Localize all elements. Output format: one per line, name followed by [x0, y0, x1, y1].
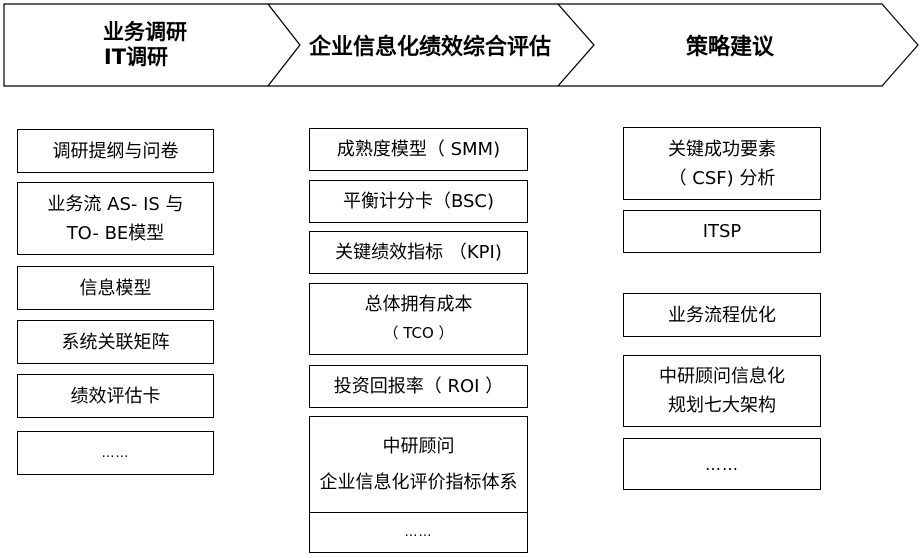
survey-item-scorecard-text: 绩效评估卡: [70, 385, 161, 407]
method-item-index-system: 中研顾问 企业信息化评价指标体系: [310, 417, 527, 512]
survey-item-system-matrix: 系统关联矩阵: [17, 320, 214, 364]
strategy-item-csf: 关键成功要素 （ CSF) 分析: [623, 127, 821, 200]
method-item-index-system-line2: 企业信息化评价指标体系: [319, 471, 518, 493]
strategy-item-itsp: ITSP: [623, 210, 821, 253]
strategy-item-bpo-text: 业务流程优化: [668, 304, 776, 326]
method-item-bsc-text: 平衡计分卡（BSC): [342, 191, 495, 212]
survey-item-information-model-text: 信息模型: [79, 277, 152, 299]
phase-chevron-row: [3, 3, 919, 87]
strategy-item-bpo: 业务流程优化: [623, 293, 821, 337]
phase-label-survey: 业务调研 IT调研: [40, 8, 250, 82]
survey-item-system-matrix-text: 系统关联矩阵: [61, 331, 170, 353]
method-item-index-system-line1: 中研顾问: [382, 435, 455, 457]
method-item-roi-text: 投资回报率（ ROI ）: [333, 376, 504, 397]
method-item-kpi-text: 关键绩效指标 （KPI): [335, 242, 502, 263]
method-item-tco-line2: （ TCO ）: [383, 324, 454, 342]
method-item-kpi: 关键绩效指标 （KPI): [309, 231, 528, 274]
survey-item-more-text: ……: [101, 445, 130, 461]
strategy-item-csf-line1: 关键成功要素: [668, 138, 776, 160]
method-item-roi: 投资回报率（ ROI ）: [309, 365, 528, 408]
method-item-smm-text: 成熟度模型（ SMM): [336, 139, 501, 160]
phase-label-survey-line2: IT调研: [103, 45, 169, 69]
method-item-bsc: 平衡计分卡（BSC): [309, 180, 528, 223]
phase-label-assessment: 企业信息化绩效综合评估: [302, 8, 558, 82]
strategy-item-architecture: 中研顾问信息化 规划七大架构: [623, 355, 821, 427]
phase-label-strategy: 策略建议: [600, 8, 860, 82]
survey-item-scorecard: 绩效评估卡: [17, 374, 214, 418]
survey-item-process-model-line1: 业务流 AS- IS 与: [47, 193, 184, 215]
method-item-more-text: ……: [404, 524, 433, 540]
phase-label-strategy-text: 策略建议: [685, 35, 774, 60]
phase-chevron-strategy: [556, 3, 919, 87]
strategy-item-more-text: ……: [705, 454, 739, 474]
phase-label-survey-line1: 业务调研: [103, 20, 187, 44]
method-group-divider: [310, 512, 527, 513]
survey-item-questionnaire-text: 调研提纲与问卷: [52, 140, 179, 162]
method-item-smm: 成熟度模型（ SMM): [309, 128, 528, 171]
survey-item-process-model: 业务流 AS- IS 与 TO- BE模型: [17, 182, 214, 255]
survey-item-process-model-line2: TO- BE模型: [66, 222, 165, 244]
strategy-item-architecture-line2: 规划七大架构: [668, 395, 776, 416]
phase-label-assessment-text: 企业信息化绩效综合评估: [308, 35, 551, 60]
method-group-index-system: 中研顾问 企业信息化评价指标体系 ……: [309, 416, 528, 553]
method-item-tco-line1: 总体拥有成本: [364, 294, 473, 315]
method-item-more: ……: [310, 512, 527, 552]
survey-item-more: ……: [17, 431, 214, 475]
strategy-item-more: ……: [623, 438, 821, 490]
survey-item-information-model: 信息模型: [17, 266, 214, 310]
strategy-item-itsp-text: ITSP: [702, 221, 742, 242]
survey-item-questionnaire: 调研提纲与问卷: [17, 129, 214, 173]
method-item-tco: 总体拥有成本 （ TCO ）: [309, 283, 528, 355]
strategy-item-architecture-line1: 中研顾问信息化: [659, 366, 785, 387]
strategy-item-csf-line2: （ CSF) 分析: [668, 167, 776, 189]
